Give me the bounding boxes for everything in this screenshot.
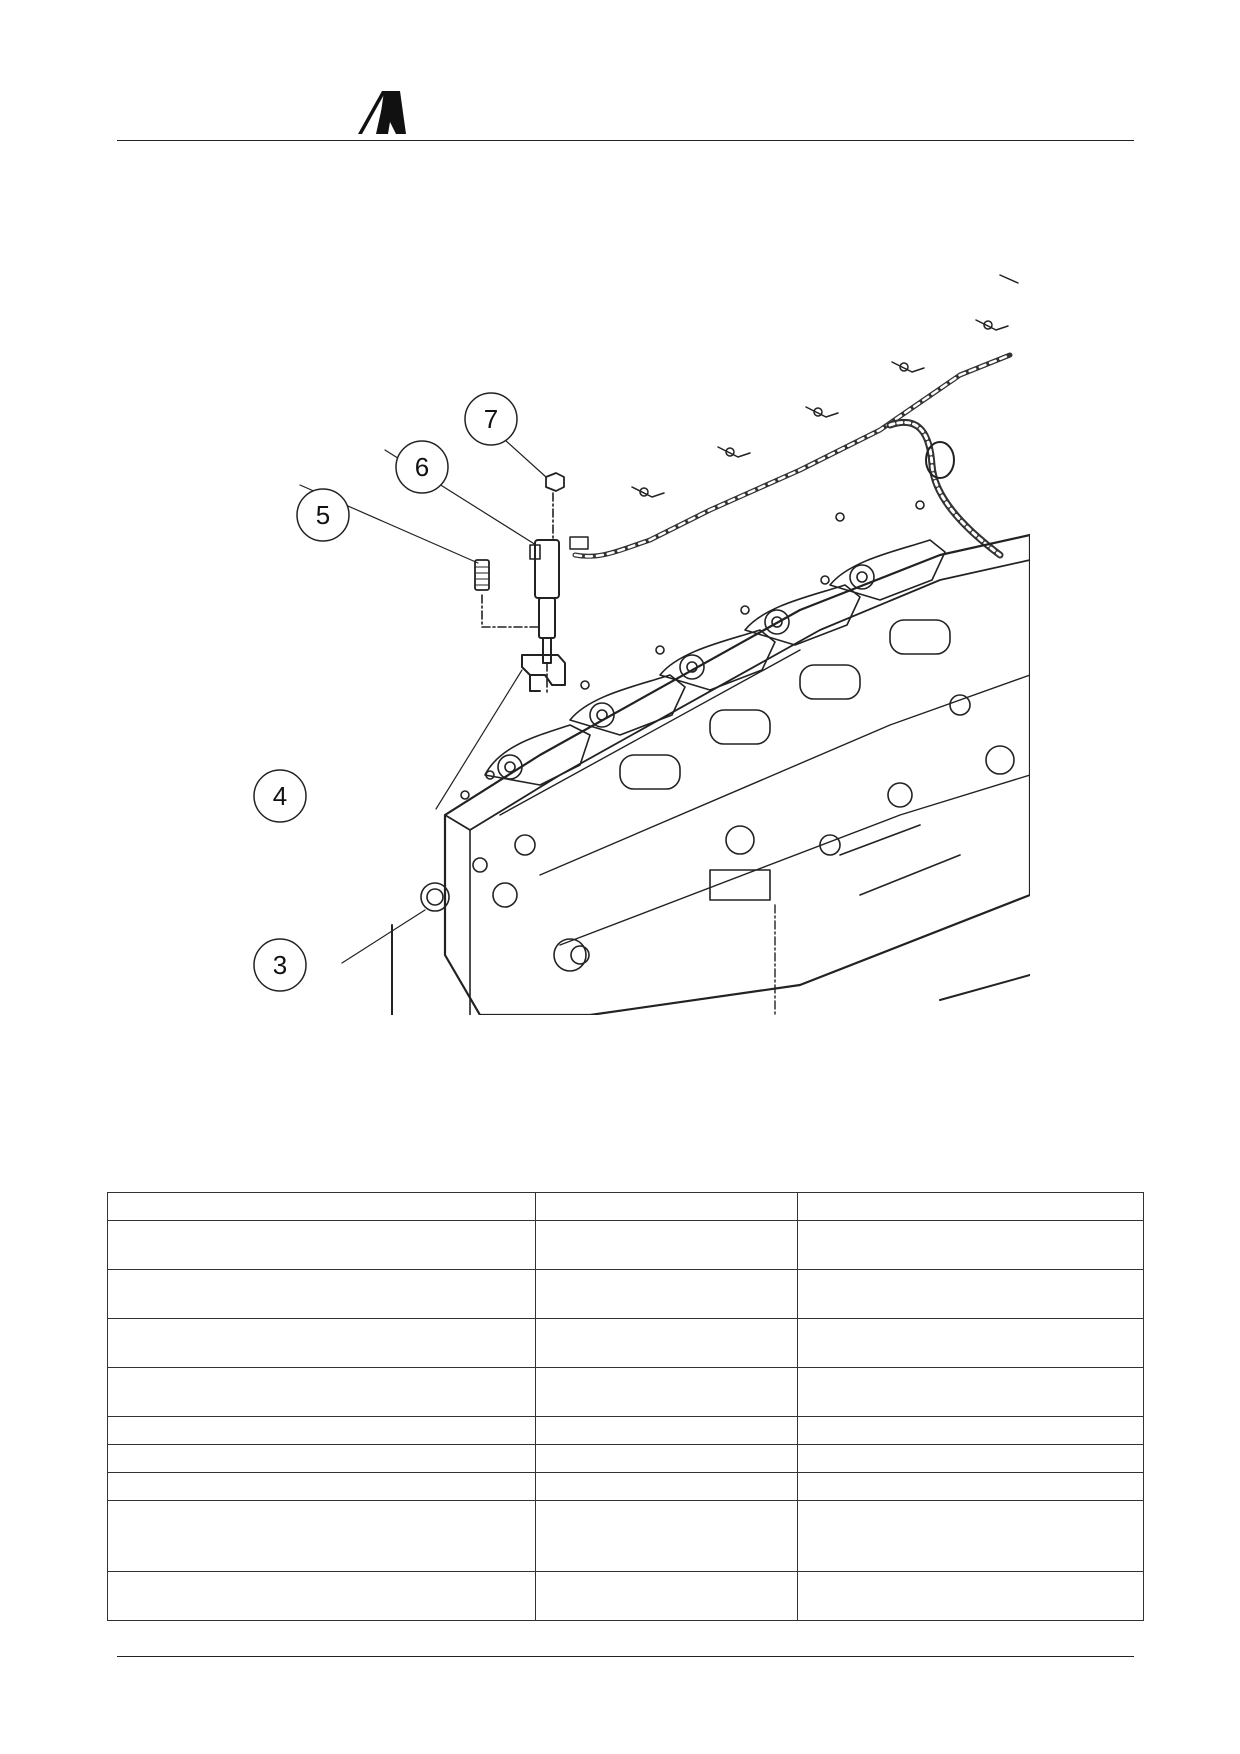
table-cell	[535, 1472, 798, 1501]
svg-text:7: 7	[484, 404, 498, 434]
svg-text:5: 5	[316, 500, 330, 530]
callout-3: 3	[253, 938, 307, 992]
table-cell	[107, 1444, 536, 1473]
table-cell	[797, 1318, 1144, 1368]
table-cell	[107, 1500, 536, 1572]
table-row	[107, 1318, 1144, 1368]
table-cell	[797, 1444, 1144, 1473]
table-cell	[535, 1416, 798, 1445]
publisher-logo-icon	[358, 91, 406, 134]
table-row	[107, 1472, 1144, 1501]
table-cell	[535, 1269, 798, 1319]
svg-text:6: 6	[415, 452, 429, 482]
table-cell	[535, 1192, 798, 1221]
table-row	[107, 1444, 1144, 1473]
table-cell	[107, 1472, 536, 1501]
callout-5: 5	[296, 488, 350, 542]
table-cell	[535, 1444, 798, 1473]
table-row	[107, 1367, 1144, 1417]
callout-4: 4	[253, 769, 307, 823]
table-cell	[107, 1571, 536, 1621]
svg-text:4: 4	[273, 781, 287, 811]
table-cell	[107, 1367, 536, 1417]
table-cell	[535, 1500, 798, 1572]
publisher-logo	[356, 88, 410, 136]
table-cell	[797, 1416, 1144, 1445]
table-row	[107, 1269, 1144, 1319]
table-cell	[535, 1571, 798, 1621]
table-cell	[107, 1269, 536, 1319]
table-cell	[797, 1192, 1144, 1221]
table-cell	[797, 1367, 1144, 1417]
footer-rule	[117, 1656, 1134, 1657]
table-cell	[797, 1220, 1144, 1270]
table-cell	[797, 1571, 1144, 1621]
table-cell	[797, 1472, 1144, 1501]
exploded-view-drawing: 3 4 5 6 7	[253, 274, 1030, 1015]
table-cell	[797, 1269, 1144, 1319]
parts-table	[107, 1192, 1144, 1621]
table-cell	[107, 1192, 536, 1221]
table-cell	[797, 1500, 1144, 1572]
callout-7: 7	[464, 392, 518, 446]
table-cell	[107, 1220, 536, 1270]
header-rule	[117, 140, 1134, 141]
callout-6: 6	[395, 440, 449, 494]
table-row	[107, 1192, 1144, 1221]
table-cell	[107, 1318, 536, 1368]
table-cell	[535, 1220, 798, 1270]
table-row	[107, 1220, 1144, 1270]
table-row	[107, 1571, 1144, 1621]
table-row	[107, 1500, 1144, 1572]
table-cell	[535, 1367, 798, 1417]
table-row	[107, 1416, 1144, 1445]
table-cell	[535, 1318, 798, 1368]
table-cell	[107, 1416, 536, 1445]
engine-cylinder-head-illustration: 3 4 5 6 7	[240, 255, 1030, 1015]
svg-text:3: 3	[273, 950, 287, 980]
